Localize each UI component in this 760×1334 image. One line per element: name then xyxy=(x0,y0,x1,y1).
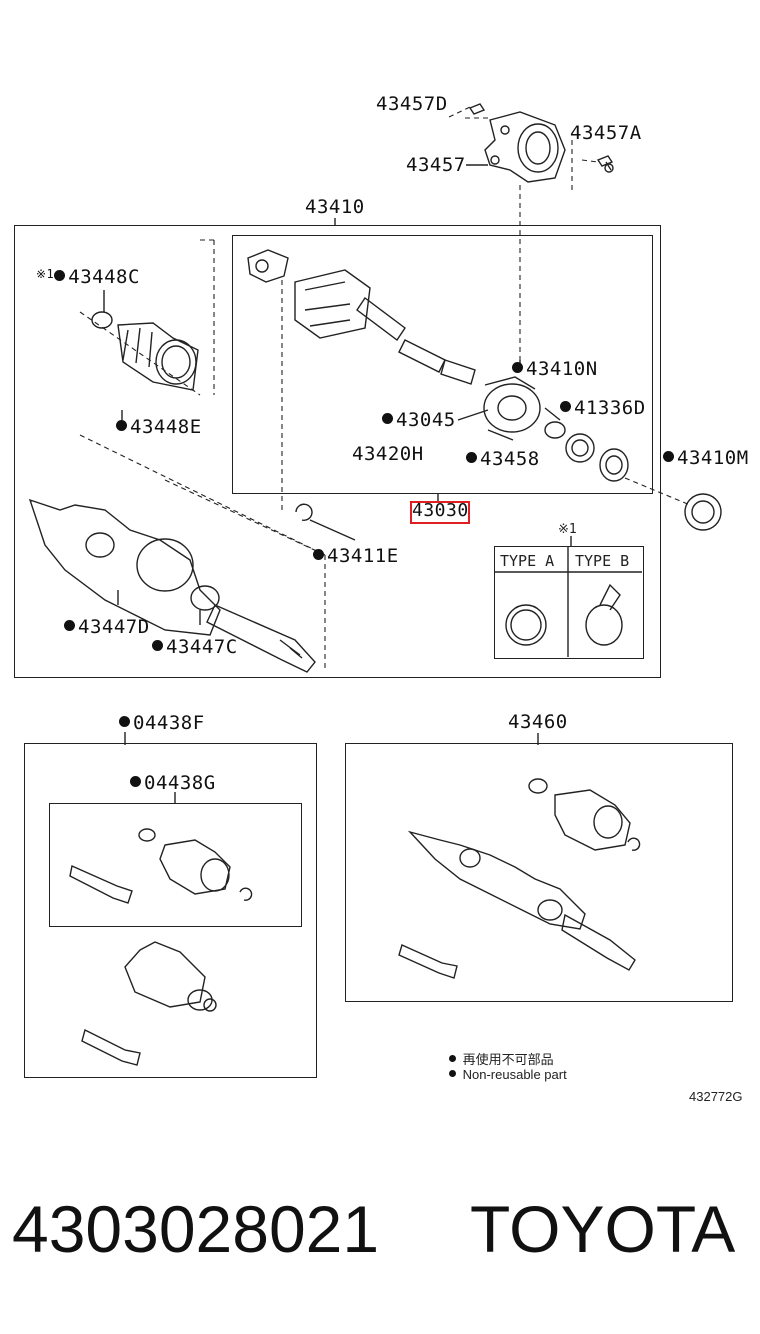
label-43448C[interactable]: ※1 43448C xyxy=(36,268,140,287)
outer-kit-illustration xyxy=(398,778,641,979)
label-43045-text: 43045 xyxy=(396,409,456,431)
part-number: 4303028021 xyxy=(12,1192,380,1266)
label-43448C-text: 43448C xyxy=(68,266,140,288)
label-43447C[interactable]: 43447C xyxy=(152,638,238,657)
label-43411E[interactable]: 43411E xyxy=(313,547,399,566)
label-43457[interactable]: 43457 xyxy=(406,154,466,176)
boot-illustration xyxy=(91,311,199,391)
kit-illustration xyxy=(69,828,253,1066)
figure-id: 432772G xyxy=(689,1089,743,1104)
non-reusable-dot-icon xyxy=(130,776,141,787)
non-reusable-dot-icon xyxy=(663,451,674,462)
label-43460[interactable]: 43460 xyxy=(508,711,568,733)
non-reusable-dot-icon xyxy=(64,620,75,631)
type-box xyxy=(494,546,644,659)
non-reusable-dot-icon xyxy=(382,413,393,424)
type-a-label: TYPE A xyxy=(500,552,555,570)
label-41336D[interactable]: 41336D xyxy=(560,399,646,418)
kit-f-box xyxy=(24,743,317,1078)
label-04438G-text: 04438G xyxy=(144,772,216,794)
non-reusable-dot-icon xyxy=(466,452,477,463)
kit-g-box xyxy=(49,803,302,927)
label-43410N-text: 43410N xyxy=(526,358,598,380)
highlight-43030 xyxy=(410,501,470,524)
ref-mark-type: ※1 xyxy=(558,522,577,537)
label-43448E-text: 43448E xyxy=(130,416,202,438)
legend-line2: Non-reusable part xyxy=(449,1067,567,1082)
label-43410N[interactable]: 43410N xyxy=(512,360,598,379)
label-43447D-text: 43447D xyxy=(78,616,150,638)
label-43410M-text: 43410M xyxy=(677,447,749,469)
main-assembly-box xyxy=(14,225,661,678)
non-reusable-dot-icon xyxy=(54,270,66,281)
non-reusable-dot-icon xyxy=(560,401,571,412)
label-43448E[interactable]: 43448E xyxy=(116,418,202,437)
outer-assembly-box xyxy=(345,743,733,1002)
non-reusable-dot-icon xyxy=(119,716,130,727)
label-41336D-text: 41336D xyxy=(574,397,646,419)
shaft-illustration xyxy=(28,498,316,673)
non-reusable-dot-icon xyxy=(116,420,127,431)
non-reusable-dot-icon xyxy=(449,1070,456,1078)
label-04438F-text: 04438F xyxy=(133,712,205,734)
label-43030[interactable]: 43030 xyxy=(412,500,469,521)
ref-mark: ※1 xyxy=(36,267,55,281)
legend-line2-text: Non-reusable part xyxy=(462,1067,567,1082)
non-reusable-dot-icon xyxy=(449,1055,456,1063)
inner-joint-box xyxy=(232,235,653,494)
label-43410M[interactable]: 43410M xyxy=(663,449,749,468)
non-reusable-dot-icon xyxy=(512,362,523,373)
non-reusable-dot-icon xyxy=(152,640,163,651)
label-43457D[interactable]: 43457D xyxy=(376,93,448,115)
label-04438F[interactable]: 04438F xyxy=(119,714,205,733)
non-reusable-dot-icon xyxy=(313,549,324,560)
inner-joint-illustration xyxy=(247,249,722,531)
label-43447C-text: 43447C xyxy=(166,636,238,658)
type-clamp-illustration xyxy=(505,583,623,646)
type-b-label: TYPE B xyxy=(575,552,630,570)
label-43458[interactable]: 43458 xyxy=(466,450,540,469)
label-43420H[interactable]: 43420H xyxy=(352,443,424,465)
label-43447D[interactable]: 43447D xyxy=(64,618,150,637)
label-43457A[interactable]: 43457A xyxy=(570,122,642,144)
label-43458-text: 43458 xyxy=(480,448,540,470)
label-43410[interactable]: 43410 xyxy=(305,196,365,218)
bracket-illustration xyxy=(468,103,614,183)
label-04438G[interactable]: 04438G xyxy=(130,774,216,793)
label-43411E-text: 43411E xyxy=(327,545,399,567)
label-43045[interactable]: 43045 xyxy=(382,411,456,430)
legend-line1-text: 再使用不可部品 xyxy=(462,1052,554,1067)
legend-line1: 再使用不可部品 xyxy=(449,1049,554,1068)
brand-name: TOYOTA xyxy=(470,1192,736,1266)
